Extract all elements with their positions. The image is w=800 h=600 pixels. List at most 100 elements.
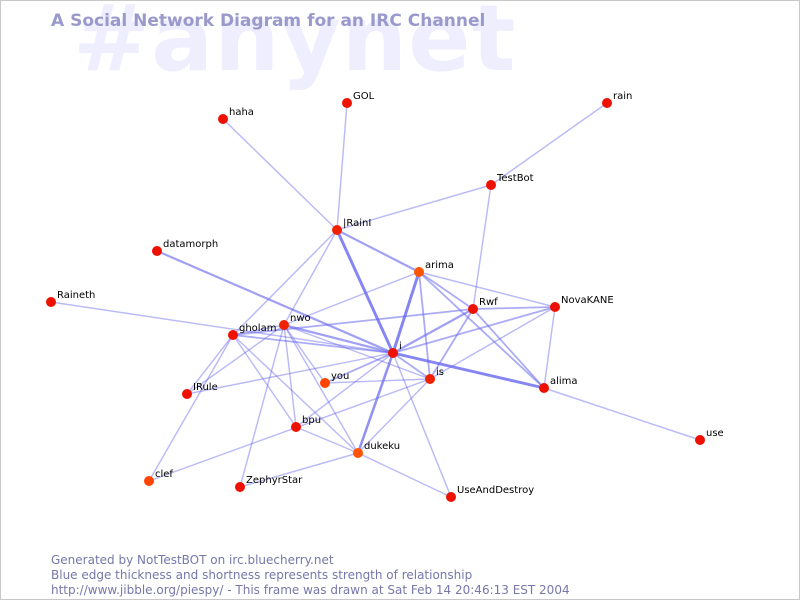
edge-dukeku-ZephyrStar [239,452,359,488]
node-dot [486,180,496,190]
node-label: i [399,341,402,352]
edge-TestBot-rain [490,102,608,186]
node-TestBot: TestBot [486,173,534,190]
edge-nwo-you [283,324,326,384]
node-label: rain [613,91,632,102]
node-UseAndDestroy: UseAndDestroy [446,485,534,502]
node-dot [228,330,238,340]
node-arima: arima [414,260,454,277]
node-GOL: GOL [342,91,375,108]
edges-layer [50,102,701,498]
node-label: UseAndDestroy [457,485,534,496]
node-dot [695,435,705,445]
edge-i-is [392,352,431,380]
node-label: NovaKANE [561,295,614,306]
node-IRainI: |RainI [332,218,371,235]
channel-watermark: #anynet [73,0,517,92]
edge-gholam-clef [148,334,234,482]
node-dot [218,114,228,124]
node-rain: rain [602,91,632,108]
node-dot [320,378,330,388]
edge-Rwf-is [429,308,474,380]
node-bpu: bpu [291,415,321,432]
edge-IRainI-arima [335,228,421,274]
node-label: haha [229,107,254,118]
node-label: clef [155,469,173,480]
node-ZephyrStar: ZephyrStar [235,475,303,492]
node-label: you [331,371,349,382]
edge-nwo-is [283,324,431,380]
edge-nwo-bpu [283,324,297,428]
edge-IRainI-TestBot [336,184,492,231]
node-label: bpu [302,415,321,426]
node-use: use [695,428,724,445]
edge-TestBot-Rwf [472,184,492,310]
node-dot [425,374,435,384]
node-label: Raineth [57,290,95,301]
node-Rwf: Rwf [468,297,498,314]
footer-legend-note: Blue edge thickness and shortness repres… [51,568,473,582]
node-dukeku: dukeku [353,441,400,458]
edge-i-UseAndDestroy [392,352,452,498]
edge-gholam-IRule [186,334,234,395]
edge-dukeku-UseAndDestroy [357,452,452,498]
node-dot [182,389,192,399]
node-dot [291,422,301,432]
edge-alima-use [543,387,701,441]
node-dot [46,297,56,307]
node-label: |RainI [343,218,371,229]
node-dot [602,98,612,108]
edge-i-dukeku [356,351,395,455]
edge-IRainI-gholam [232,229,338,336]
edge-is-you [324,378,431,384]
edge-gholam-dukeku [232,334,359,454]
edge-i-Rwf [391,307,475,355]
node-haha: haha [218,107,254,124]
node-dot [414,267,424,277]
edge-arima-Rwf [418,271,474,310]
node-dot [144,476,154,486]
node-dot [342,98,352,108]
node-alima: alima [539,376,578,393]
edge-nwo-gholam [232,324,285,336]
node-dot [332,225,342,235]
edge-arima-NovaKANE [418,271,556,308]
node-i: i [388,341,402,358]
footer-source-timestamp: http://www.jibble.org/piespy/ - This fra… [51,583,570,597]
edge-is-dukeku [357,378,431,454]
edge-nwo-i [282,323,395,355]
edge-dukeku-bpu [295,426,359,454]
edge-i-alima [391,351,546,390]
node-NovaKANE: NovaKANE [550,295,614,312]
node-label: gholam [239,323,276,334]
footer: Generated by NotTestBOT on irc.bluecherr… [51,553,570,598]
node-label: Rwf [479,297,498,308]
edge-IRainI-i [335,228,395,355]
edge-Rwf-alima [472,308,545,389]
edge-nwo-ZephyrStar [239,324,285,488]
edge-arima-i [391,270,421,355]
node-dot [468,304,478,314]
node-datamorph: datamorph [152,239,218,256]
node-dot [539,383,549,393]
edge-nwo-arima [283,271,420,326]
edge-gholam-bpu [232,334,297,428]
edge-datamorph-i [155,249,395,355]
node-label: ZephyrStar [246,475,303,486]
node-is: is [425,367,444,384]
node-label: use [706,428,724,439]
node-label: IRule [193,382,218,393]
node-label: alima [550,376,578,387]
edge-IRainI-nwo [283,229,338,326]
node-gholam: gholam [228,323,276,340]
diagram-title: A Social Network Diagram for an IRC Chan… [51,11,486,31]
node-dot [353,448,363,458]
node-nwo: nwo [279,313,311,330]
edge-IRule-i [186,352,394,395]
node-dot [235,482,245,492]
node-dot [446,492,456,502]
node-label: GOL [353,91,375,102]
edge-Rwf-NovaKANE [472,306,556,310]
